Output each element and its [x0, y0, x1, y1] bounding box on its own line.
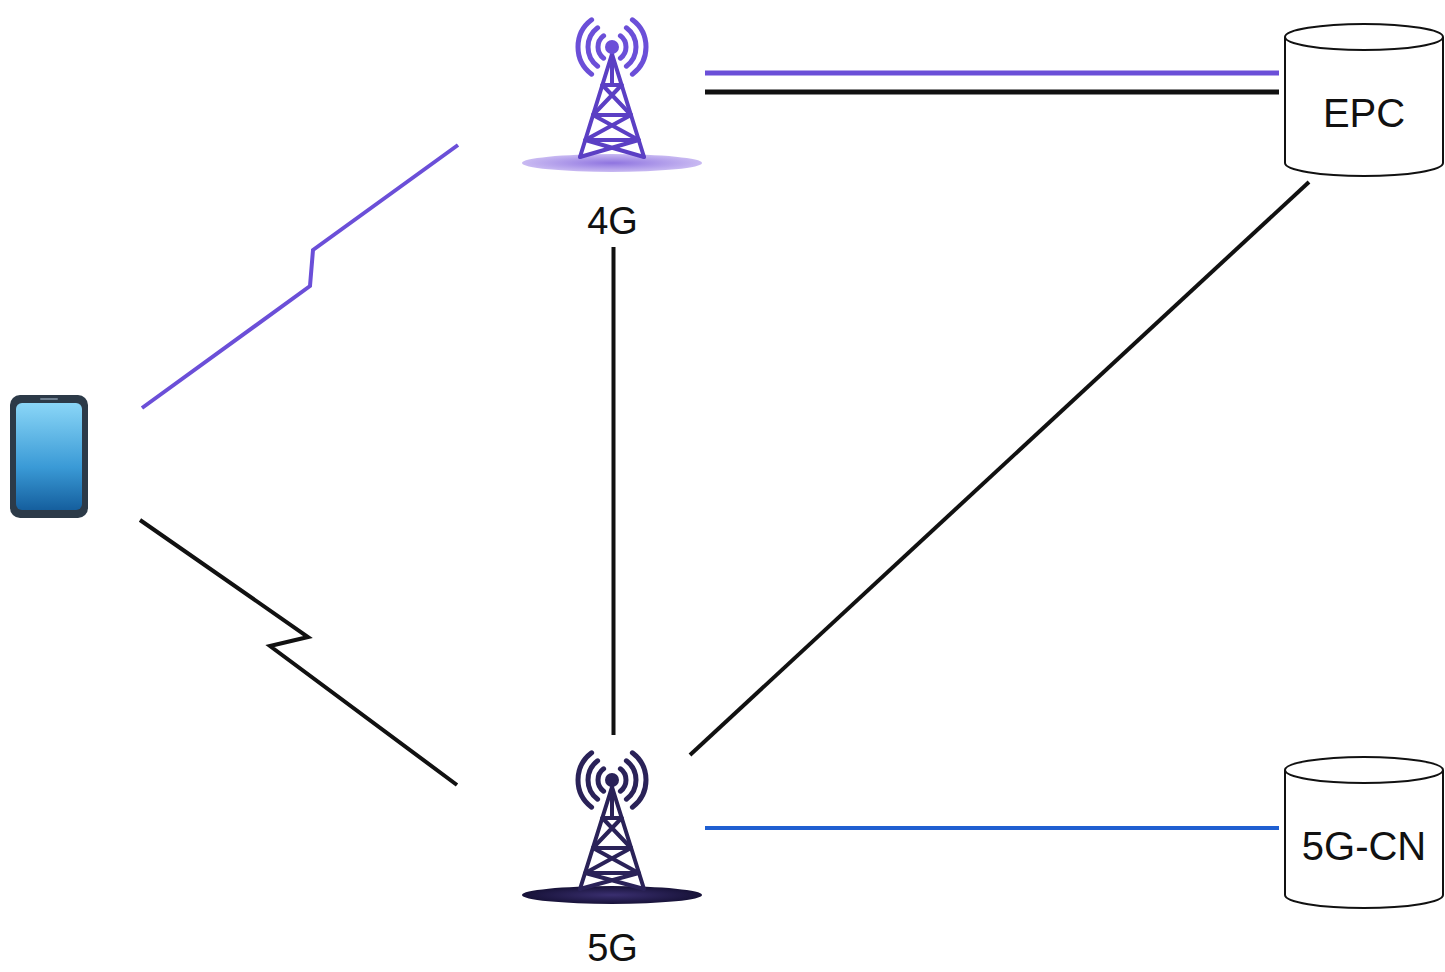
- s1-link: [705, 71, 1279, 76]
- core-network-cylinder: 5G-CN: [1283, 755, 1445, 910]
- ng-link: [705, 826, 1279, 830]
- tower-icon: [522, 753, 702, 904]
- core-label: 5G-CN: [1302, 826, 1426, 866]
- s1-link: [690, 182, 1309, 755]
- radio-link: [142, 145, 458, 408]
- tower-icon: [522, 20, 702, 172]
- station-label: 4G: [587, 201, 638, 241]
- base-station: 4G: [520, 5, 705, 245]
- core-network-cylinder: EPC: [1283, 22, 1445, 178]
- base-station: 5G: [520, 735, 705, 968]
- radio-link: [140, 520, 457, 785]
- core-label: EPC: [1323, 93, 1405, 133]
- s1-link: [705, 90, 1279, 95]
- station-label: 5G: [587, 928, 638, 968]
- x2-link: [612, 247, 616, 735]
- phone-icon: [10, 395, 88, 518]
